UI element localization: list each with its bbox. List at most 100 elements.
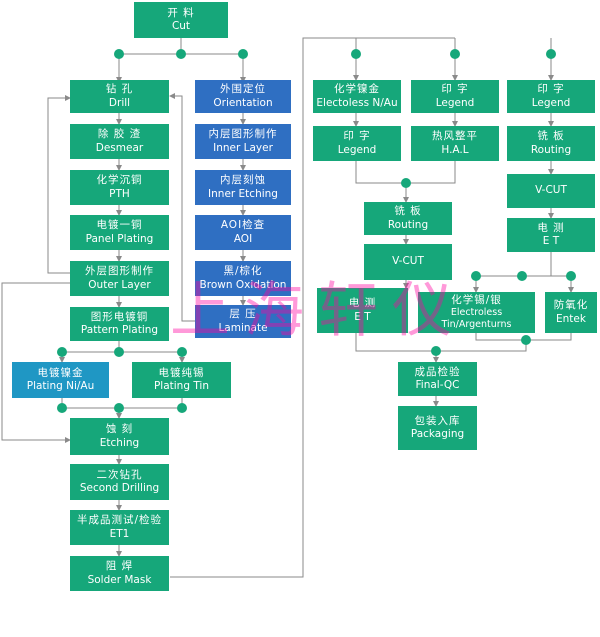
step-zh: 黑/棕化 — [223, 265, 263, 278]
step-legend: 印 字 Legend — [313, 126, 401, 161]
step-zh: 外围定位 — [220, 83, 266, 96]
step-en: H.A.L — [441, 143, 469, 156]
step-inner-layer: 内层图形制作 Inner Layer — [195, 124, 291, 159]
junction-dot — [114, 403, 124, 413]
step-panel-plating: 电镀一铜 Panel Plating — [70, 215, 169, 250]
step-zh: 化学锡/银 — [451, 294, 502, 307]
junction-dot — [177, 347, 187, 357]
step-v-cut: V-CUT — [507, 174, 595, 208]
step-zh: 铣 板 — [394, 205, 422, 218]
junction-dot — [57, 403, 67, 413]
step-zh: 化学镍金 — [334, 83, 380, 96]
step-zh: 电镀纯锡 — [158, 366, 205, 379]
step-plating-ni-au: 电镀镍金 Plating Ni/Au — [12, 362, 109, 398]
step-en: Etching — [99, 436, 140, 449]
junction-dot — [546, 49, 556, 59]
step-et: 电 测 E T — [317, 288, 408, 333]
step-zh: 电镀镍金 — [37, 366, 84, 379]
step-zh: 图形电镀铜 — [90, 310, 149, 323]
step-en: Final-QC — [415, 379, 460, 391]
step-en: Second Drilling — [79, 482, 160, 494]
step-zh: 包装入库 — [414, 414, 461, 427]
step-cut: 开 料 Cut — [134, 2, 228, 38]
step-zh: 电镀一铜 — [96, 219, 143, 232]
step-zh: 内层刻蚀 — [220, 174, 266, 187]
step-v-cut: V-CUT — [364, 244, 452, 280]
step-en: Electroless Tin/Argenturns — [441, 307, 512, 331]
step-en: Laminate — [218, 321, 268, 334]
step-zh: 成品检验 — [414, 365, 461, 378]
step-en: E T — [354, 310, 371, 323]
step-zh: 钻 孔 — [105, 83, 134, 96]
step-zh: 内层图形制作 — [208, 128, 278, 141]
junction-dot — [450, 49, 460, 59]
step-plating-tin: 电镀纯锡 Plating Tin — [132, 362, 231, 398]
step-aoi: AOI检查 AOI — [195, 215, 291, 250]
step-en: Drill — [108, 96, 131, 109]
step-routing: 铣 板 Routing — [364, 202, 452, 235]
step-en: Pattern Plating — [80, 324, 159, 336]
junction-dot — [521, 335, 531, 345]
step-zh: 开 料 — [167, 6, 195, 19]
step-electroless-tin-silver: 化学锡/银 Electroless Tin/Argenturns — [418, 292, 535, 333]
step-outer-layer: 外层图形制作 Outer Layer — [70, 261, 169, 296]
step-zh: 蚀 刻 — [105, 423, 134, 436]
junction-dot — [176, 49, 186, 59]
junction-dot — [566, 271, 576, 281]
step-zh: 电 测 — [537, 221, 565, 234]
step-en: Electoless N/Au — [316, 96, 398, 109]
step-drill: 钻 孔 Drill — [70, 80, 169, 113]
step-hal: 热风整平 H.A.L — [411, 126, 499, 161]
step-laminate: 层 压 Laminate — [195, 305, 291, 338]
step-en: Orientation — [213, 96, 273, 109]
junction-dot — [471, 271, 481, 281]
step-zh: 半成品测试/检验 — [76, 514, 163, 527]
step-en: E T — [542, 235, 560, 247]
step-zh: 印 字 — [343, 130, 371, 143]
step-en: Outer Layer — [88, 278, 151, 291]
step-zh: 印 字 — [537, 83, 565, 96]
step-en: Solder Mask — [87, 573, 152, 586]
step-en: Desmear — [95, 141, 144, 154]
junction-dot — [401, 178, 411, 188]
step-en: Legend — [337, 143, 377, 156]
step-pth: 化学沉铜 PTH — [70, 170, 169, 205]
step-final-qc: 成品检验 Final-QC — [398, 362, 477, 396]
junction-dot — [177, 403, 187, 413]
junction-dot — [517, 271, 527, 281]
junction-dot — [351, 49, 361, 59]
step-desmear: 除 胶 渣 Desmear — [70, 124, 169, 159]
step-brown-oxidation: 黑/棕化 Brown Oxidation — [195, 261, 291, 296]
step-en: PTH — [109, 187, 130, 200]
junction-dot — [57, 347, 67, 357]
step-inner-etching: 内层刻蚀 Inner Etching — [195, 170, 291, 205]
step-et1: 半成品测试/检验 ET1 — [70, 510, 169, 545]
step-legend: 印 字 Legend — [507, 80, 595, 113]
step-en: AOI — [233, 232, 253, 245]
step-en: Plating Ni/Au — [26, 380, 95, 392]
step-en: Entek — [556, 312, 586, 325]
step-zh: AOI检查 — [220, 219, 266, 232]
step-zh: 二次钻孔 — [96, 468, 143, 481]
step-zh: 层 压 — [229, 308, 257, 321]
step-etching: 蚀 刻 Etching — [70, 418, 169, 455]
step-et: 电 测 E T — [507, 218, 595, 252]
step-en: Inner Layer — [213, 141, 273, 154]
step-zh: 热风整平 — [432, 130, 478, 143]
junction-dot — [431, 346, 441, 356]
step-en: Inner Etching — [208, 187, 278, 200]
step-en: ET1 — [109, 527, 130, 540]
step-zh: 阻 焊 — [105, 560, 134, 573]
step-solder-mask: 阻 焊 Solder Mask — [70, 556, 169, 591]
junction-dot — [114, 49, 124, 59]
junction-dot — [238, 49, 248, 59]
step-electroless-ni-au: 化学镍金 Electoless N/Au — [313, 80, 401, 113]
step-en: Brown Oxidation — [199, 278, 287, 291]
step-zh: 铣 板 — [537, 130, 565, 143]
step-zh: 印 字 — [441, 83, 469, 96]
step-packaging: 包装入库 Packaging — [398, 406, 477, 450]
step-en: Plating Tin — [153, 380, 210, 392]
step-en: V-CUT — [535, 184, 567, 197]
step-legend: 印 字 Legend — [411, 80, 499, 113]
step-en: Packaging — [410, 428, 465, 440]
